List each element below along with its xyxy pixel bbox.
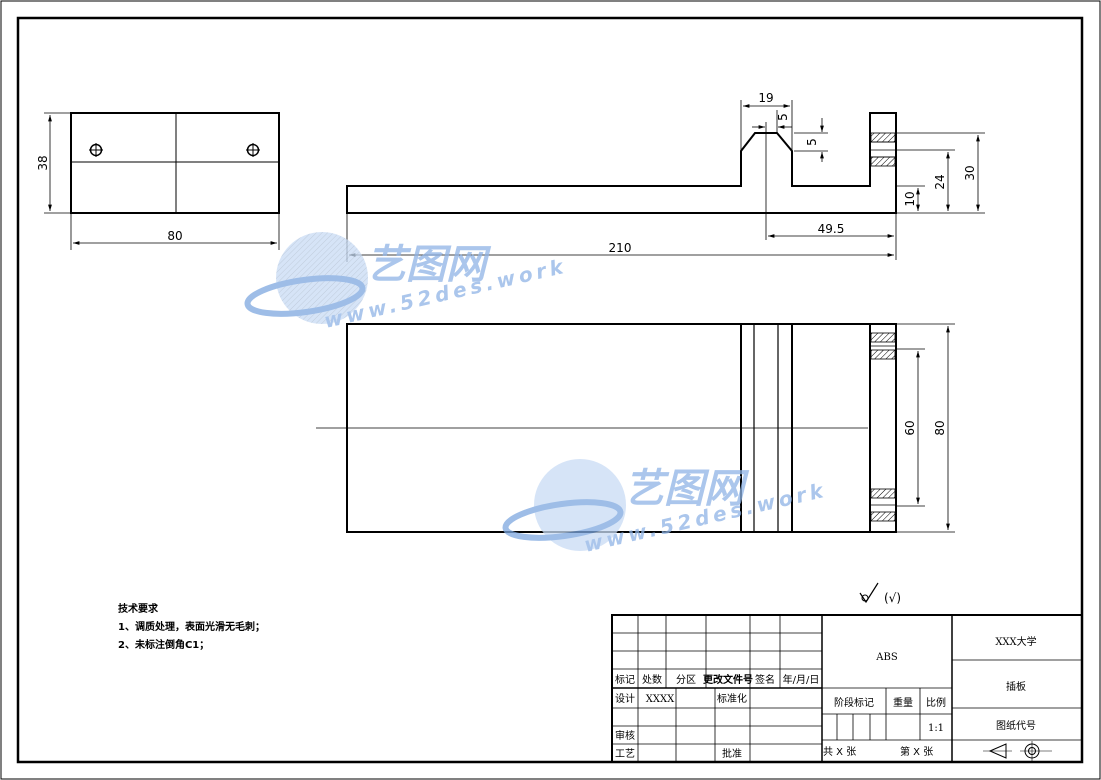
notes-line-2: 2、未标注倒角C1； bbox=[118, 638, 209, 651]
dim-49-5: 49.5 bbox=[818, 222, 845, 236]
watermark-brand: 艺图网 bbox=[624, 466, 750, 512]
watermark-brand: 艺图网 bbox=[366, 242, 492, 288]
roughness-symbol: (√) bbox=[859, 582, 901, 605]
tb-weight: 重量 bbox=[893, 696, 913, 709]
notes-title: 技术要求 bbox=[118, 602, 159, 615]
hole-left-icon bbox=[89, 143, 103, 157]
watermark-2: 艺图网 www.52des.work bbox=[502, 459, 829, 557]
top-view: 60 80 bbox=[316, 323, 955, 533]
title-block: 标记 处数 分区 更改文件号 签名 年/月/日 设计 XXXX 标准化 审核 工… bbox=[611, 614, 1083, 763]
roughness-check-icon bbox=[859, 582, 879, 604]
tb-mark-header: 标记 bbox=[615, 674, 635, 686]
tb-process-label: 工艺 bbox=[615, 748, 635, 760]
tb-date-header: 年/月/日 bbox=[783, 673, 820, 686]
tb-sheet-number: 第 X 张 bbox=[900, 745, 933, 758]
roughness-note: (√) bbox=[884, 591, 901, 605]
notes-line-1: 1、调质处理，表面光滑无毛刺； bbox=[118, 620, 265, 633]
technical-notes: 技术要求 1、调质处理，表面光滑无毛刺； 2、未标注倒角C1； bbox=[118, 602, 265, 651]
dim-30: 30 bbox=[963, 165, 977, 180]
tb-material: ABS bbox=[875, 652, 898, 663]
dim-60: 60 bbox=[903, 420, 917, 435]
tb-count-header: 处数 bbox=[642, 673, 662, 686]
tb-school: XXX大学 bbox=[995, 635, 1036, 648]
tb-scale: 1:1 bbox=[928, 723, 944, 734]
inner-frame bbox=[16, 16, 1084, 764]
left-view: 38 80 bbox=[36, 112, 280, 250]
tb-part-name: 插板 bbox=[1006, 680, 1026, 693]
tb-drawing-number-label: 图纸代号 bbox=[996, 719, 1036, 732]
tb-design-label: 设计 bbox=[615, 692, 635, 705]
tb-standard-label: 标准化 bbox=[717, 692, 747, 705]
tb-sign-header: 签名 bbox=[755, 673, 775, 686]
tb-zone-header: 分区 bbox=[676, 674, 696, 686]
dim-80-vertical: 80 bbox=[933, 420, 947, 435]
tb-stage-mark: 阶段标记 bbox=[834, 696, 874, 709]
tb-total-sheets: 共 X 张 bbox=[823, 746, 856, 758]
dim-80-horizontal: 80 bbox=[167, 229, 182, 243]
tb-designer: XXXX bbox=[646, 694, 675, 705]
dim-210: 210 bbox=[609, 241, 632, 255]
tb-review-label: 审核 bbox=[615, 729, 635, 742]
watermark-globe-icon bbox=[244, 232, 368, 324]
tb-approve-label: 批准 bbox=[722, 747, 742, 760]
watermark-globe-icon bbox=[502, 459, 626, 551]
dim-38: 38 bbox=[36, 155, 50, 170]
watermark-1: 艺图网 www.52des.work bbox=[244, 232, 569, 333]
front-view: 19 5 5 10 24 30 49.5 210 bbox=[346, 91, 985, 262]
dim-10: 10 bbox=[903, 191, 917, 206]
dim-24: 24 bbox=[933, 174, 947, 189]
hole-right-icon bbox=[246, 143, 260, 157]
dim-19: 19 bbox=[758, 91, 773, 105]
projection-symbol-icon bbox=[983, 741, 1052, 761]
dim-5-top: 5 bbox=[776, 113, 790, 121]
dim-5-side: 5 bbox=[805, 138, 819, 146]
tb-scale-label: 比例 bbox=[926, 696, 946, 709]
tb-doc-header: 更改文件号 bbox=[703, 673, 753, 686]
